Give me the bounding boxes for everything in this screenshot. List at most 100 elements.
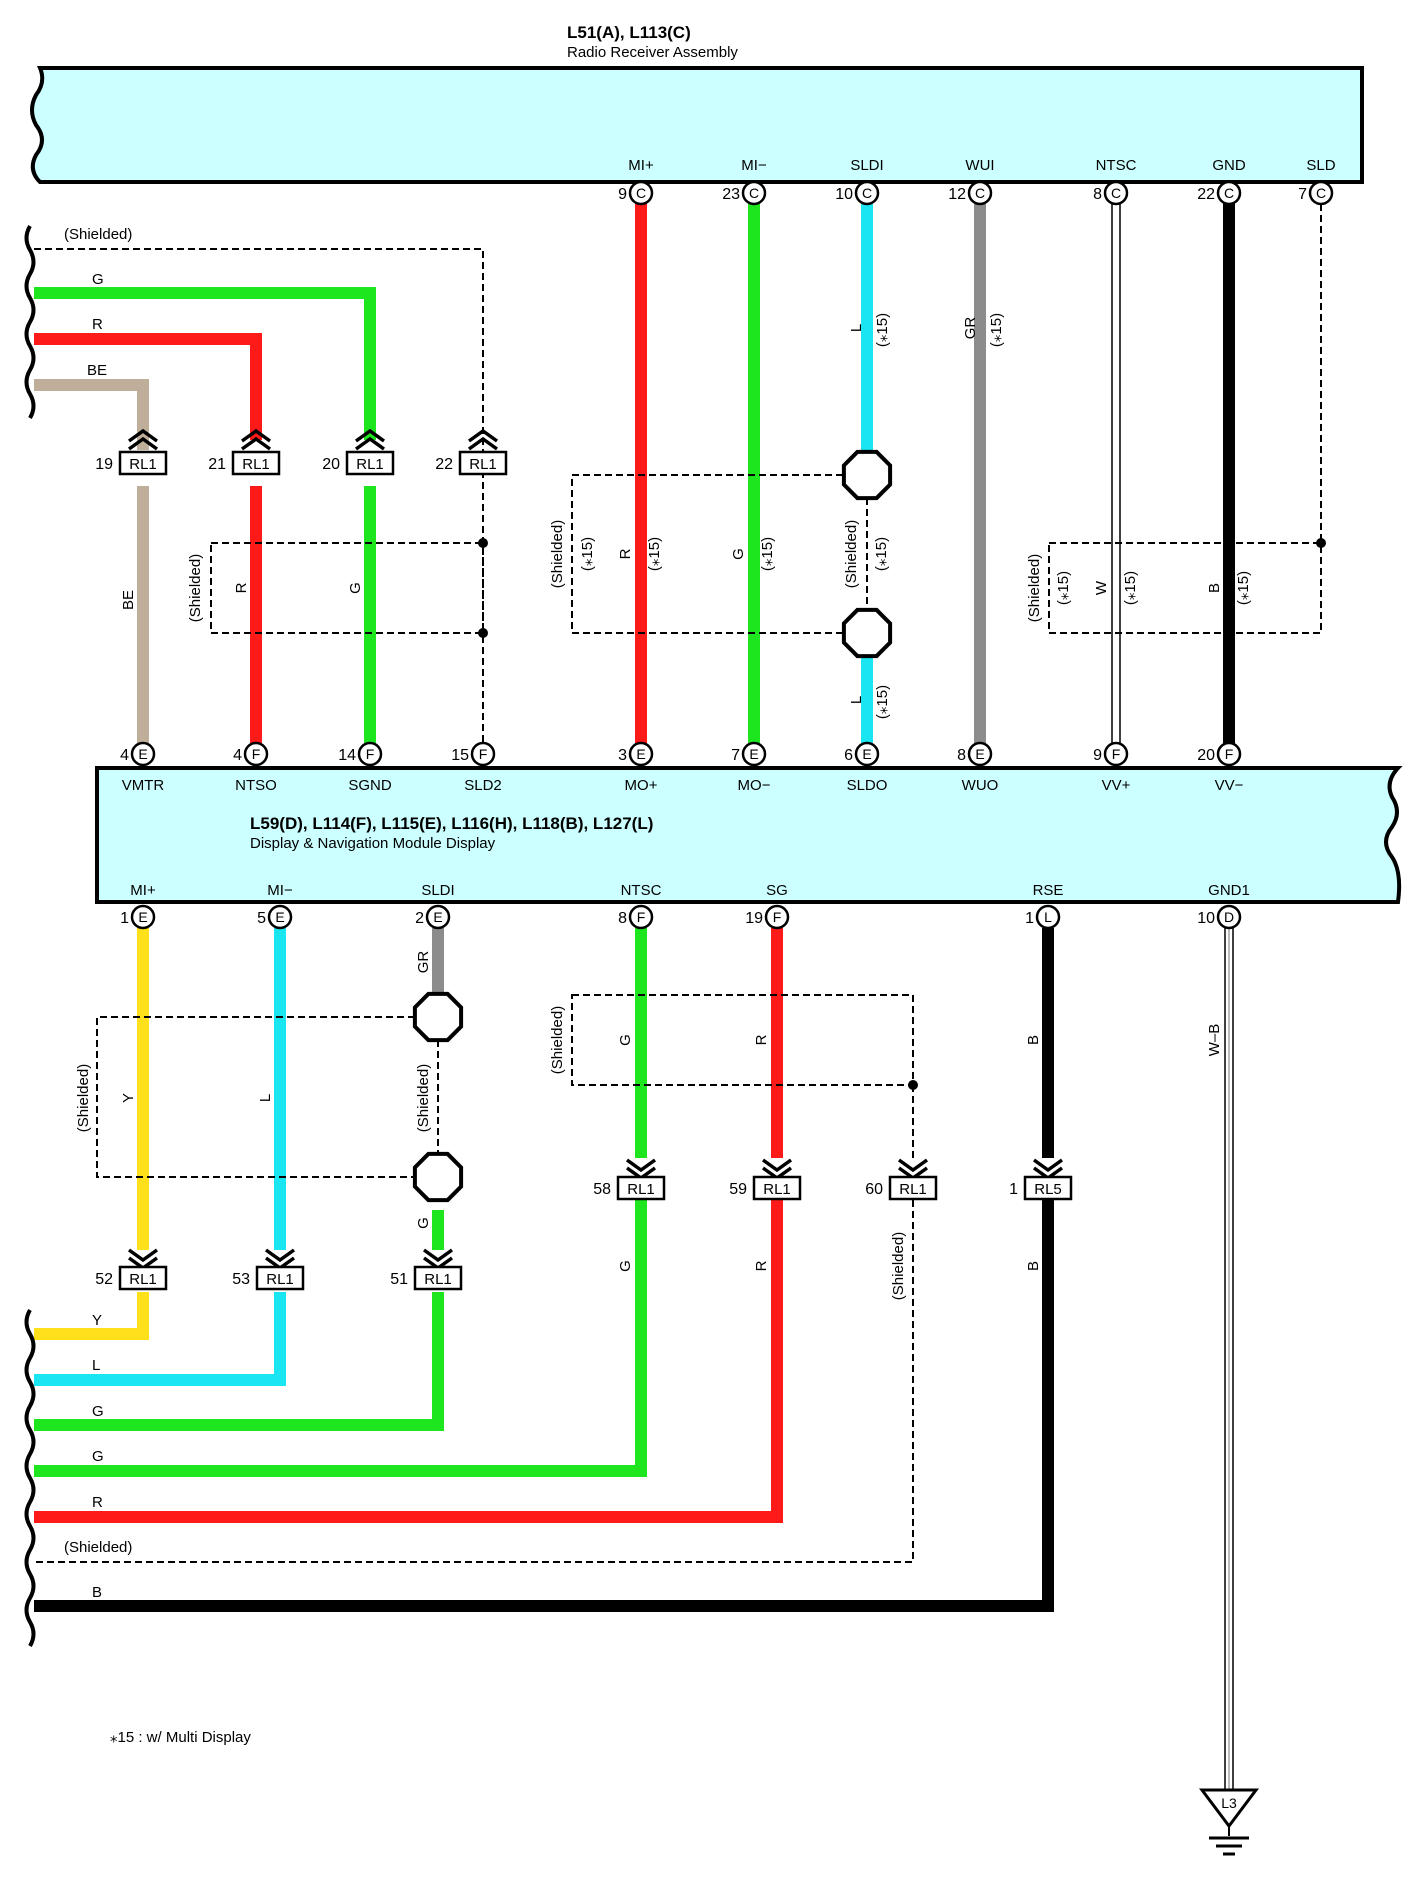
pin-number: 9 (1093, 747, 1102, 764)
shield-box-upper-left (210, 542, 484, 634)
connector-letter: D (1224, 909, 1234, 925)
shielded-label: (Shielded) (843, 520, 860, 588)
pin-number: 20 (1197, 747, 1215, 764)
display-bottom-pin-label: RSE (1033, 882, 1064, 899)
pin-number: 1 (120, 910, 129, 927)
shielded-label: (Shielded) (549, 1006, 566, 1074)
wire-code-label: G (92, 1448, 104, 1465)
pin-number: 1 (1025, 910, 1034, 927)
radio-pin-label: SLD (1306, 157, 1335, 174)
note-label: (⁎15) (874, 313, 891, 347)
radio-pin-label: MI+ (628, 157, 654, 174)
ground-triangle-icon (1199, 1788, 1259, 1829)
display-bottom-pin-label: GND1 (1208, 882, 1250, 899)
relay-name: RL1 (899, 1181, 927, 1198)
display-codes: L59(D), L114(F), L115(E), L116(H), L118(… (250, 814, 653, 833)
wire-code-label: R (233, 582, 250, 593)
wire-code-label: GR (415, 951, 432, 974)
note-label: (⁎15) (1235, 571, 1252, 605)
connector-letter: F (637, 909, 646, 925)
pin-number: 7 (1298, 186, 1307, 203)
shield-splice-octagon (412, 991, 464, 1043)
junction-dot (908, 1080, 918, 1090)
relay-name: RL1 (763, 1181, 791, 1198)
display-top-pin-label: WUO (962, 777, 999, 794)
relay-connector-box (1023, 1175, 1073, 1201)
wire-g-upper-left (34, 287, 376, 440)
connector-letter: C (636, 185, 646, 201)
connector-letter: E (749, 746, 758, 762)
wire-code-label: Y (92, 1312, 102, 1329)
relay-pin-number: 58 (593, 1181, 611, 1198)
radio-codes: L51(A), L113(C) (567, 23, 691, 42)
connector-pin-icon (470, 741, 496, 767)
wire-code-label: BE (120, 590, 137, 610)
connector-letter: C (1316, 185, 1326, 201)
connector-pin-icon (967, 741, 993, 767)
wire-r-harness (34, 1200, 783, 1523)
connector-letter: E (433, 909, 442, 925)
relay-name: RL1 (242, 456, 270, 473)
wire-code-label: G (92, 271, 104, 288)
connector-pin-icon (1216, 741, 1242, 767)
relay-name: RL1 (266, 1271, 294, 1288)
display-top-pin-label: VV+ (1102, 777, 1131, 794)
wire-code-label: R (92, 1494, 103, 1511)
shield-splice-octagon (412, 1151, 464, 1203)
pin-number: 7 (731, 747, 740, 764)
wire-b-harness (34, 1200, 1054, 1612)
connector-letter: F (1225, 746, 1234, 762)
wire-code-label: L (92, 1357, 100, 1374)
relay-arrow-icon (422, 1248, 454, 1263)
note-label: (⁎15) (874, 685, 891, 719)
connector-pin-icon (1216, 904, 1242, 930)
connector-letter: F (479, 746, 488, 762)
radio-receiver-box (30, 66, 1364, 184)
pin-number: 2 (415, 910, 424, 927)
pin-number: 4 (120, 747, 129, 764)
ground-label: L3 (1221, 1795, 1237, 1811)
junction-dot (478, 538, 488, 548)
display-top-pin-label: MO+ (625, 777, 658, 794)
relay-pin-number: 22 (435, 456, 453, 473)
display-top-pin-label: VMTR (122, 777, 165, 794)
wire-code-label: B (92, 1584, 102, 1601)
relay-arrow-icon (127, 436, 159, 451)
connector-pin-icon (854, 180, 880, 206)
relay-arrow-icon (761, 1158, 793, 1173)
junction-dot (1316, 538, 1326, 548)
connector-letter: E (275, 909, 284, 925)
relay-connector-box (888, 1175, 938, 1201)
connector-pin-icon (628, 904, 654, 930)
connector-pin-icon (628, 741, 654, 767)
relay-pin-number: 19 (95, 456, 113, 473)
relay-arrow-icon (1032, 1158, 1064, 1173)
relay-arrow-icon (354, 428, 386, 443)
relay-arrow-icon (127, 1248, 159, 1263)
wire-y-harness (34, 1292, 149, 1340)
relay-pin-number: 60 (865, 1181, 883, 1198)
wire-code-label: G (92, 1403, 104, 1420)
radio-name: Radio Receiver Assembly (567, 44, 738, 61)
connector-pin-icon (1103, 741, 1129, 767)
relay-arrow-icon (467, 436, 499, 451)
radio-pin-label: NTSC (1096, 157, 1137, 174)
shield-box-lower-left (96, 1016, 415, 1178)
connector-letter: C (1111, 185, 1121, 201)
wire-code-label: B (1025, 1035, 1042, 1045)
relay-arrow-icon (625, 1158, 657, 1173)
wires (34, 193, 1235, 1790)
wire-code-label: GR (962, 317, 979, 340)
relay-arrow-icon (264, 1248, 296, 1263)
connector-pin-icon (243, 741, 269, 767)
pin-number: 23 (722, 186, 740, 203)
connector-pin-icon (267, 904, 293, 930)
relay-connector-box (255, 1265, 305, 1291)
relay-connector-box (413, 1265, 463, 1291)
connector-pin-icon (741, 741, 767, 767)
connector-letter: E (138, 909, 147, 925)
display-top-pin-label: VV− (1215, 777, 1244, 794)
footnote: ⁎15 : w/ Multi Display (110, 1729, 251, 1746)
note-label: (⁎15) (646, 537, 663, 571)
